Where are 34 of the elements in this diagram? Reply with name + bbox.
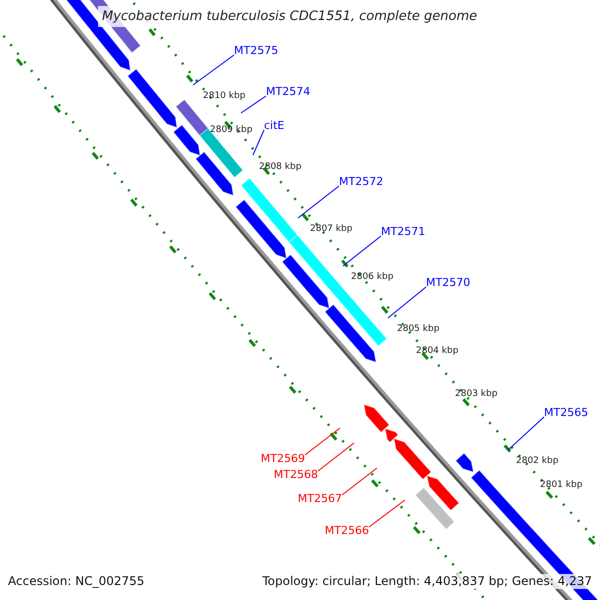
gene-label: MT2572 — [339, 175, 384, 188]
gene-label: MT2575 — [234, 44, 278, 57]
gene-label: MT2568 — [274, 468, 318, 481]
gene-label: citE — [264, 119, 284, 132]
leader-line — [304, 428, 340, 456]
scale-label: 2805 kbp — [397, 324, 440, 335]
scale-label: 2808 kbp — [259, 162, 302, 173]
gene-label: MT2569 — [260, 452, 305, 465]
leader-line — [318, 442, 354, 472]
scale-label: 2801 kbp — [540, 480, 582, 491]
leader-line — [342, 468, 378, 496]
gene-label: MT2565 — [544, 406, 588, 419]
scale-label: 2810 kbp — [203, 91, 246, 102]
scale-label: 2802 kbp — [516, 456, 558, 467]
leader-line — [240, 96, 266, 114]
gene-label: MT2571 — [381, 225, 426, 238]
scale-label: 2803 kbp — [455, 389, 498, 400]
gene-label: MT2567 — [298, 492, 342, 505]
genome-info-text: Topology: circular; Length: 4,403,837 bp; Genes: 4,237 — [262, 574, 592, 589]
leader-line — [298, 186, 340, 218]
scale-label: 2809 kbp — [210, 125, 252, 136]
gene-label: MT2570 — [426, 276, 470, 289]
scale-label: 2806 kbp — [351, 272, 394, 283]
accession-text: Accession: NC_002755 — [8, 574, 144, 589]
gene-label: MT2574 — [266, 85, 310, 98]
leader-line — [252, 130, 264, 156]
scale-label: 2807 kbp — [310, 224, 352, 235]
leader-line — [388, 286, 426, 318]
scale-label: 2804 kbp — [416, 346, 458, 357]
gene-label: MT2566 — [324, 524, 369, 537]
leader-line — [342, 236, 382, 266]
leader-line — [368, 500, 406, 528]
leader-line — [508, 416, 544, 450]
leader-line — [192, 54, 234, 86]
